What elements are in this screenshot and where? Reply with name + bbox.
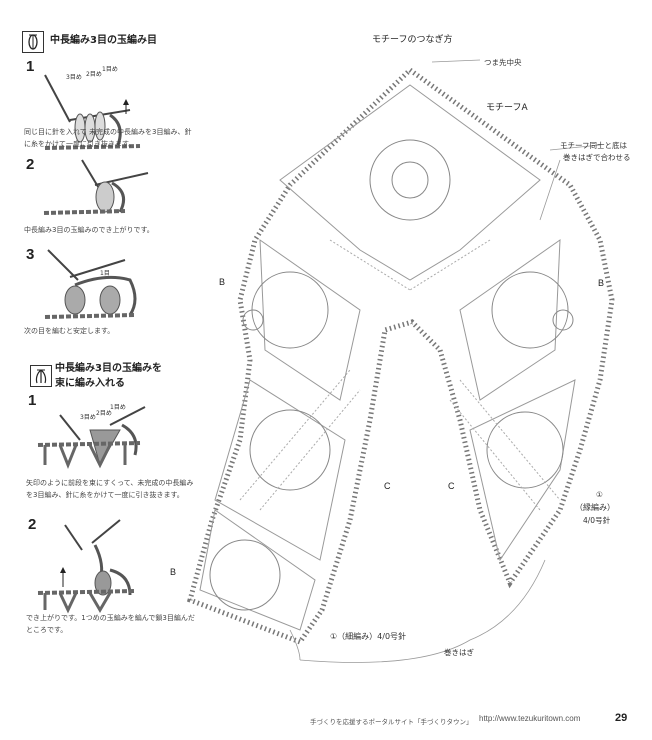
step1-illustration xyxy=(44,74,141,150)
section2-title-line2: 束に編み入れる xyxy=(55,378,125,389)
stitch-label: 2目め xyxy=(96,410,112,417)
stitch-label: 3目め xyxy=(66,74,82,81)
edging-row-number: ① xyxy=(596,490,603,499)
motif-b-label: B xyxy=(219,277,226,287)
bobble-stitch-symbol-icon xyxy=(22,31,44,53)
join-note-line1: モチーフ同士と底は xyxy=(560,141,628,150)
step-caption: 矢印のように前段を束にすくって、未完成の中長編みを3目編み、針に糸をかけて一度に… xyxy=(26,479,194,499)
toe-center-label: つま先中央 xyxy=(484,58,522,67)
diagram-title: モチーフのつなぎ方 xyxy=(372,35,453,45)
stitch-label: 3目め xyxy=(80,414,96,421)
motif-b-label: B xyxy=(170,567,177,577)
step-number: 3 xyxy=(26,246,35,263)
step2-illustration xyxy=(43,159,149,215)
section1-title: 中長編み3目の玉編み目 xyxy=(50,35,157,46)
section2-title-line1: 中長編み3目の玉編みを xyxy=(55,363,162,374)
motif-c-label: C xyxy=(448,481,455,491)
page-number: 29 xyxy=(615,712,628,724)
step3-illustration xyxy=(44,249,137,319)
step-caption: でき上がりです。1つめの玉編みを編んで鎖3目編んだところです。 xyxy=(26,614,195,634)
outer-edging xyxy=(186,66,615,646)
step-number: 1 xyxy=(28,392,37,409)
motif-a-label: モチーフA xyxy=(486,103,528,113)
stitch-label: 2目め xyxy=(86,71,102,78)
footer-portal-text: 手づくりを応援するポータルサイト「手づくりタウン」 xyxy=(310,718,473,726)
step-caption: 中長編み3目の玉編みのでき上がりです。 xyxy=(24,226,154,234)
step-caption: 次の目を編むと安定します。 xyxy=(24,327,115,335)
motif-c-label: C xyxy=(384,481,391,491)
stitch-label: 1目 xyxy=(100,270,110,277)
bobble-stitch-bundle-symbol-icon xyxy=(30,365,52,387)
stitch-label: 1目め xyxy=(102,66,118,73)
section2-step2-illustration xyxy=(37,519,136,614)
edging-hook: 4/0号針 xyxy=(583,516,611,525)
motif-b-label: B xyxy=(598,278,605,288)
edging-label: （縁編み） xyxy=(575,503,615,512)
step-caption: 同じ目に針を入れて 未完成の中長編みを3目編み、針に糸をかけて一度に引き抜きます… xyxy=(24,128,192,148)
footer-url[interactable]: http://www.tezukuritown.com xyxy=(479,714,581,723)
stitch-label: 1目め xyxy=(110,404,126,411)
step-number: 1 xyxy=(26,58,35,75)
step-number: 2 xyxy=(26,156,35,173)
single-crochet-note: ①（細編み）4/0号針 xyxy=(330,632,407,641)
section2-step1-illustration xyxy=(37,406,146,470)
whipstitch-label: 巻きはぎ xyxy=(444,648,474,657)
join-note-line2: 巻きはぎで合わせる xyxy=(563,153,631,162)
step-number: 2 xyxy=(28,516,37,533)
